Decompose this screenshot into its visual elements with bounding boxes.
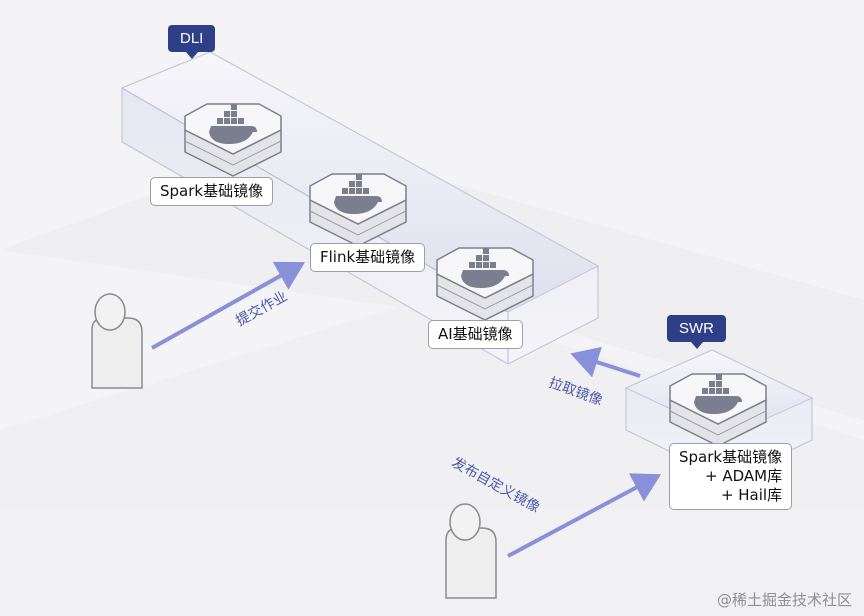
flink-image-label: Flink基础镜像 (310, 243, 426, 272)
swr-docker-box (669, 373, 767, 447)
user-figure-bottom (445, 503, 497, 599)
watermark: @稀土掘金技术社区 (716, 591, 852, 609)
docker-whale-icon (694, 374, 742, 414)
dli-tag: DLI (168, 25, 216, 59)
docker-whale-icon (209, 104, 257, 144)
swr-image-line-2: + ADAM库 (705, 467, 783, 485)
swr-image-line-3: + Hail库 (720, 486, 783, 504)
spark-image-label: Spark基础镜像 (150, 177, 274, 206)
spark-docker-box (184, 103, 282, 177)
swr-image-line-1: Spark基础镜像 (679, 448, 783, 466)
submit-job-arrow (151, 261, 305, 350)
user-figure-top (91, 293, 143, 389)
publish-image-arrow (507, 473, 662, 558)
ai-docker-box (436, 247, 534, 321)
arrows (151, 261, 662, 558)
docker-whale-icon (334, 174, 382, 214)
docker-whale-icon (461, 248, 509, 288)
flink-docker-box (309, 173, 407, 247)
swr-tag: SWR (667, 315, 726, 349)
ai-image-label: AI基础镜像 (428, 320, 523, 349)
swr-image-label: Spark基础镜像 + ADAM库 + Hail库 (669, 443, 793, 510)
pull-image-arrow (570, 346, 641, 378)
